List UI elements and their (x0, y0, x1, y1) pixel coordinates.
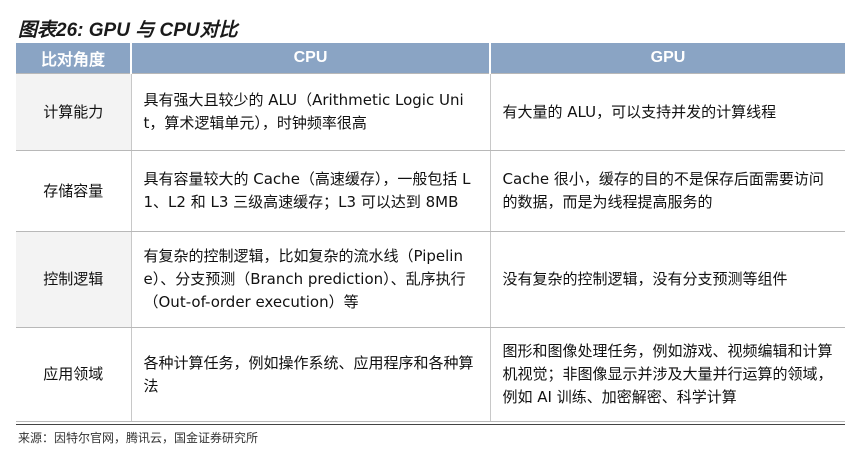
source-divider (16, 424, 845, 425)
table-row: 控制逻辑 有复杂的控制逻辑，比如复杂的流水线（Pipeline）、分支预测（Br… (16, 231, 845, 328)
header-gpu: GPU (489, 43, 845, 74)
table-row: 存储容量 具有容量较大的 Cache（高速缓存），一般包括 L1、L2 和 L3… (16, 150, 845, 232)
header-aspect: 比对角度 (16, 43, 131, 74)
figure-title: 图表26: GPU 与 CPU对比 (18, 20, 238, 41)
table-row: 应用领域 各种计算任务，例如操作系统、应用程序和各种算法 图形和图像处理任务，例… (16, 327, 845, 422)
row-aspect-label: 存储容量 (16, 150, 131, 232)
gpu-cell: 没有复杂的控制逻辑，没有分支预测等组件 (489, 231, 845, 328)
table-header-row: 比对角度 CPU GPU (16, 43, 845, 74)
header-cpu: CPU (130, 43, 490, 74)
comparison-table: 比对角度 CPU GPU 计算能力 具有强大且较少的 ALU（Arithmeti… (16, 43, 845, 422)
cpu-cell: 各种计算任务，例如操作系统、应用程序和各种算法 (130, 327, 490, 422)
source-note: 来源：因特尔官网，腾讯云，国金证券研究所 (18, 431, 259, 445)
gpu-cell: Cache 很小，缓存的目的不是保存后面需要访问的数据，而是为线程提高服务的 (489, 150, 845, 232)
gpu-cell: 有大量的 ALU，可以支持并发的计算线程 (489, 73, 845, 151)
row-aspect-label: 计算能力 (16, 73, 131, 151)
cpu-cell: 具有容量较大的 Cache（高速缓存），一般包括 L1、L2 和 L3 三级高速… (130, 150, 490, 232)
gpu-cell: 图形和图像处理任务，例如游戏、视频编辑和计算机视觉；非图像显示并涉及大量并行运算… (489, 327, 845, 422)
table-row: 计算能力 具有强大且较少的 ALU（Arithmetic Logic Unit，… (16, 73, 845, 151)
row-aspect-label: 应用领域 (16, 327, 131, 422)
cpu-cell: 具有强大且较少的 ALU（Arithmetic Logic Unit，算术逻辑单… (130, 73, 490, 151)
cpu-cell: 有复杂的控制逻辑，比如复杂的流水线（Pipeline）、分支预测（Branch … (130, 231, 490, 328)
row-aspect-label: 控制逻辑 (16, 231, 131, 328)
